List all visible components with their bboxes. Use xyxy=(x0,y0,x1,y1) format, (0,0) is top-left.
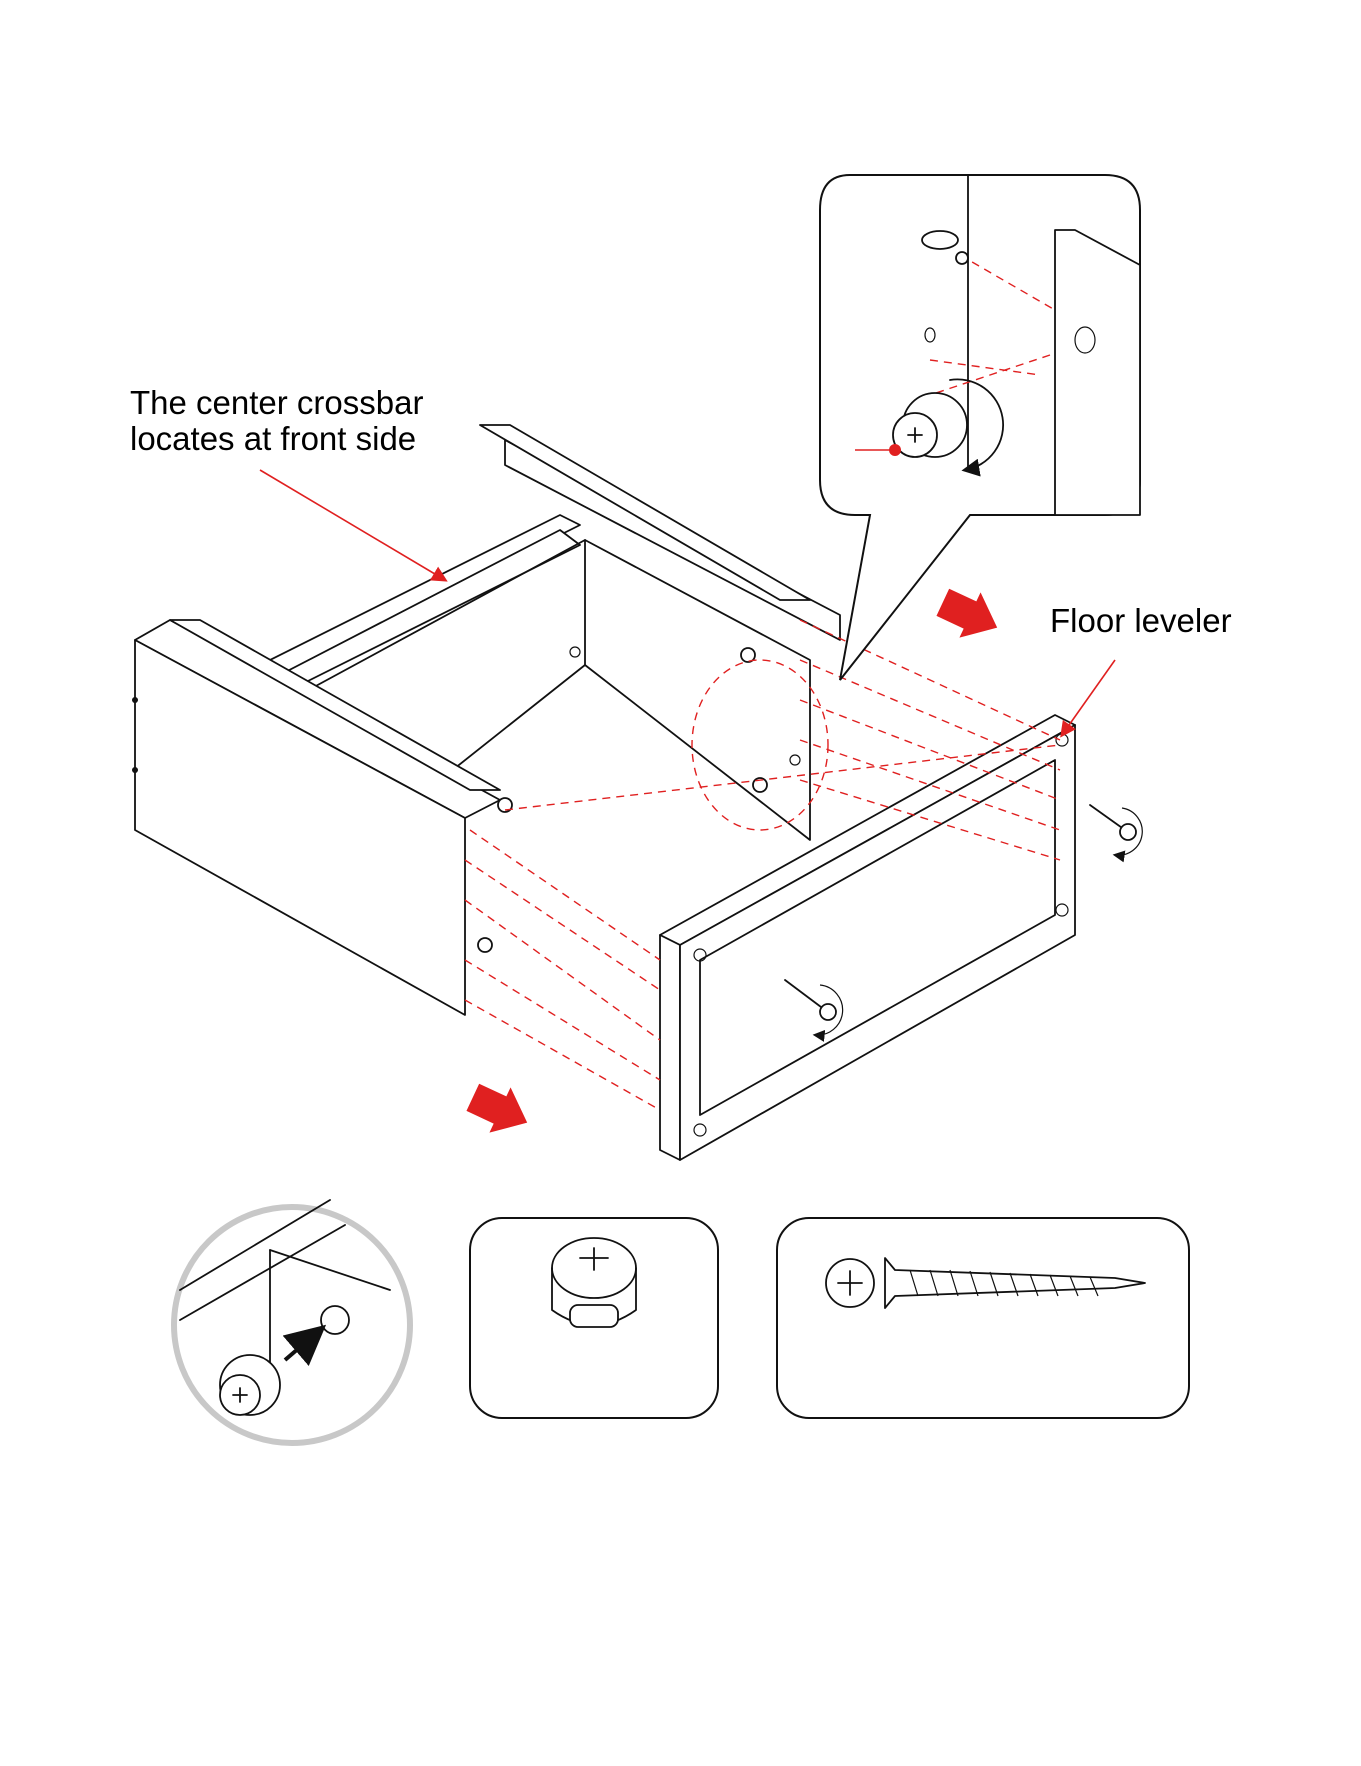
cam-insertion-detail xyxy=(174,1200,410,1443)
cam-lock-part-box xyxy=(470,1218,718,1418)
crossbar-annotation-line2: locates at front side xyxy=(130,421,416,457)
floor-leveler-annotation: Floor leveler xyxy=(1050,603,1232,639)
crossbar-annotation-line1: The center crossbar xyxy=(130,385,416,421)
screw-part-box xyxy=(777,1218,1189,1418)
crossbar-annotation: The center crossbar locates at front sid… xyxy=(130,385,416,457)
